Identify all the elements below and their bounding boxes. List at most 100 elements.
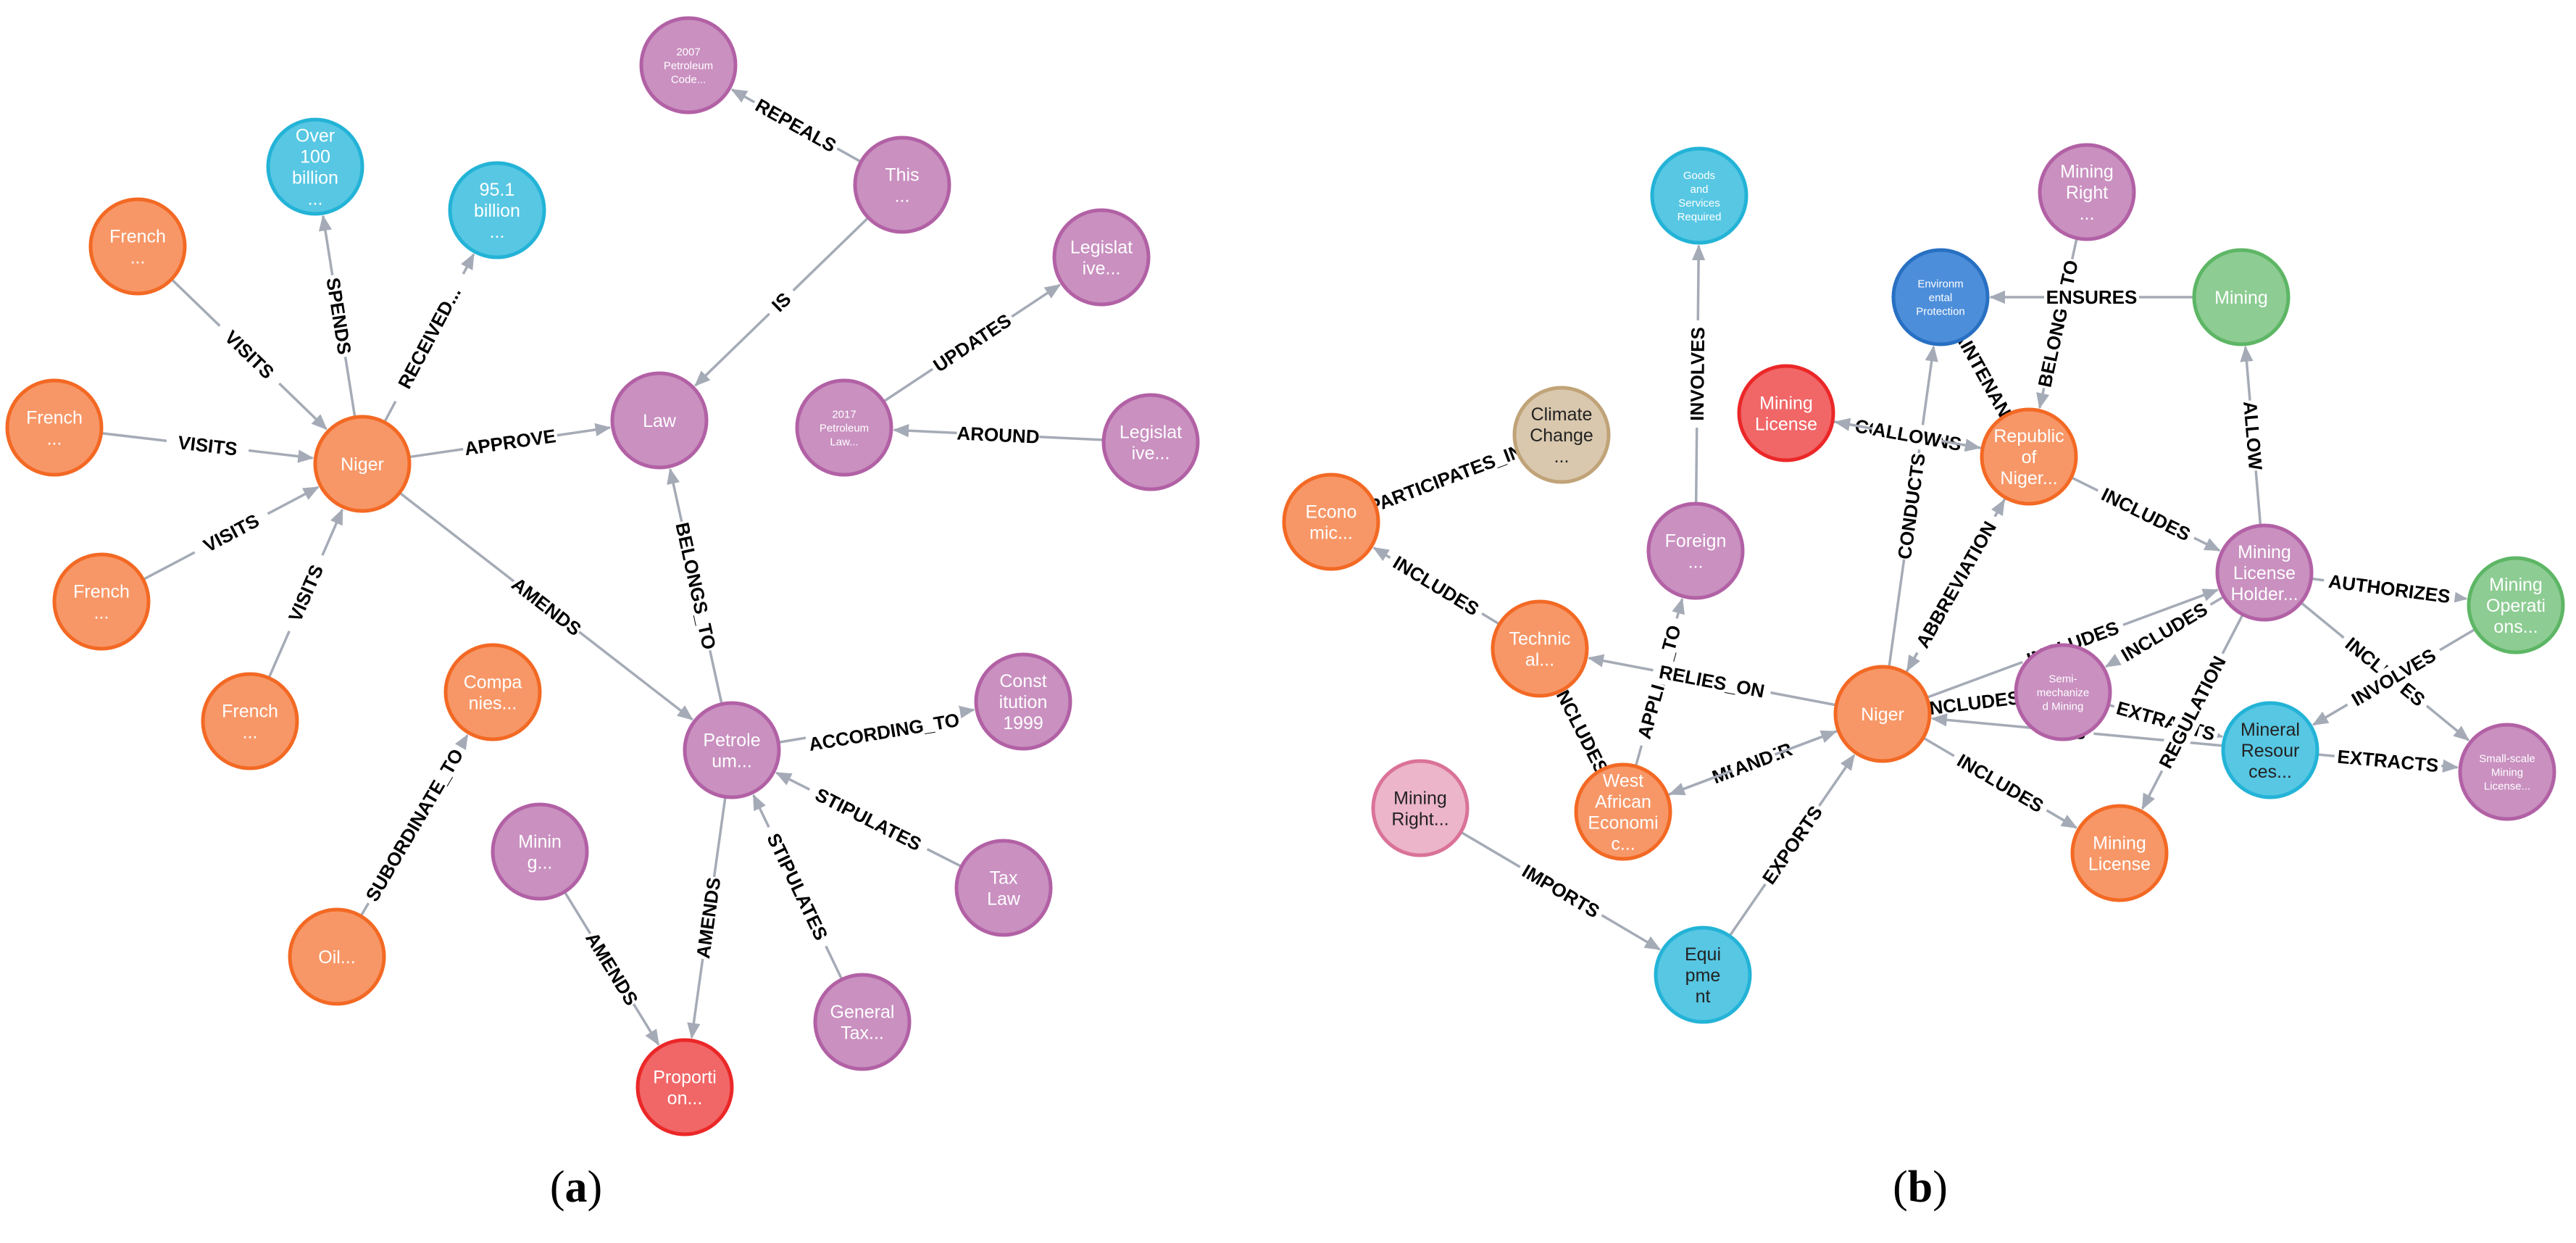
node-circle[interactable] xyxy=(610,371,709,470)
node-circle[interactable] xyxy=(1737,364,1835,462)
node-label-line: ... xyxy=(895,186,910,206)
node-circle[interactable] xyxy=(1491,599,1589,698)
node-gtax[interactable]: GeneralTax... xyxy=(813,973,912,1071)
node-niger[interactable]: Niger xyxy=(313,415,412,513)
node-circle[interactable] xyxy=(2070,804,2169,902)
node-circle[interactable] xyxy=(313,415,412,513)
node-holder[interactable]: MiningLicenseHolder... xyxy=(2215,523,2314,622)
edge-label: SUBORDINATE_TO xyxy=(361,745,467,905)
node-climate[interactable]: ClimateChange... xyxy=(1512,386,1611,484)
node-mining[interactable]: Mining... xyxy=(491,802,589,901)
node-circle[interactable] xyxy=(1980,407,2078,506)
node-over100[interactable]: Over100billion... xyxy=(266,117,364,216)
node-petro[interactable]: Petroleum... xyxy=(683,701,781,799)
node-circle[interactable] xyxy=(635,1038,734,1136)
node-comp[interactable]: Companies... xyxy=(443,643,542,741)
node-fr4[interactable]: French... xyxy=(201,672,299,770)
node-circle[interactable] xyxy=(448,161,546,259)
node-label-line: Mining xyxy=(2491,766,2523,778)
node-label-line: French xyxy=(26,407,83,428)
node-circle[interactable] xyxy=(201,672,299,770)
node-west[interactable]: WestAfricanEconomic... xyxy=(1574,762,1672,861)
node-circle[interactable] xyxy=(795,378,893,477)
node-label-line: ons... xyxy=(2493,617,2538,637)
edge-label-group: AND xyxy=(1727,743,1780,783)
node-circle[interactable] xyxy=(2014,643,2112,741)
node-label-line: Holder... xyxy=(2230,584,2298,604)
node-circle[interactable] xyxy=(1052,208,1151,307)
node-circle[interactable] xyxy=(491,802,589,901)
node-label-line: Mining xyxy=(1759,393,1813,413)
node-fr2[interactable]: French... xyxy=(5,378,104,477)
node-circle[interactable] xyxy=(1371,759,1470,857)
edge-label-group: INCLUDES xyxy=(1948,745,2054,821)
node-circle[interactable] xyxy=(1512,386,1611,484)
node-this[interactable]: This... xyxy=(853,136,951,234)
node-prop[interactable]: Proportion... xyxy=(635,1038,734,1136)
node-tech[interactable]: Technical... xyxy=(1491,599,1589,698)
node-law[interactable]: Law xyxy=(610,371,709,470)
node-ops[interactable]: MiningOperations... xyxy=(2467,556,2565,654)
node-circle[interactable] xyxy=(2192,248,2291,346)
node-circle[interactable] xyxy=(813,973,912,1071)
edge-label-bg xyxy=(1755,799,1830,891)
node-circle[interactable] xyxy=(443,643,542,741)
node-circle[interactable] xyxy=(1891,248,1990,346)
node-leg2[interactable]: Legislative... xyxy=(1101,393,1200,491)
node-circle[interactable] xyxy=(2467,556,2565,654)
node-circle[interactable] xyxy=(853,136,951,234)
node-circle[interactable] xyxy=(52,552,151,651)
node-mineral[interactable]: MineralResources... xyxy=(2221,701,2319,799)
node-oil[interactable]: Oil... xyxy=(288,907,386,1006)
edge-label-group: VISITS xyxy=(188,502,274,564)
node-miningright2[interactable]: MiningRight... xyxy=(2038,143,2136,241)
node-circle[interactable] xyxy=(266,117,364,216)
node-circle[interactable] xyxy=(2038,143,2136,241)
node-circle[interactable] xyxy=(2215,523,2314,622)
node-circle[interactable] xyxy=(288,907,386,1006)
node-pc2007[interactable]: 2007PetroleumCode... xyxy=(639,16,738,115)
node-fr1[interactable]: French... xyxy=(88,197,187,296)
node-label-line: Legislat xyxy=(1120,422,1182,442)
node-miningright1[interactable]: MiningRight... xyxy=(1371,759,1470,857)
node-circle[interactable] xyxy=(5,378,104,477)
node-smallscale[interactable]: Small-scaleMiningLicense... xyxy=(2458,723,2556,821)
node-circle[interactable] xyxy=(954,839,1053,937)
node-circle[interactable] xyxy=(88,197,187,296)
node-miningg[interactable]: Mining xyxy=(2192,248,2291,346)
node-circle[interactable] xyxy=(683,701,781,799)
node-foreign[interactable]: Foreign... xyxy=(1646,502,1745,600)
node-circle[interactable] xyxy=(1654,926,1752,1024)
node-republic[interactable]: RepublicofNiger... xyxy=(1980,407,2078,506)
node-circle[interactable] xyxy=(974,652,1072,751)
node-label-line: Niger xyxy=(1861,704,1904,725)
node-circle[interactable] xyxy=(2221,701,2319,799)
edge-label: AROUND xyxy=(956,422,1040,447)
node-niger[interactable]: Niger xyxy=(1833,665,1932,763)
node-econ[interactable]: Economic... xyxy=(1282,473,1380,571)
node-pl2017[interactable]: 2017PetroleumLaw... xyxy=(795,378,893,477)
node-label-line: Required xyxy=(1677,211,1722,223)
node-circle[interactable] xyxy=(1574,762,1672,861)
node-circle[interactable] xyxy=(1650,146,1748,245)
node-circle[interactable] xyxy=(1833,665,1932,763)
node-circle[interactable] xyxy=(639,16,738,115)
edge-label-group: VISITS xyxy=(278,550,334,636)
node-circle[interactable] xyxy=(1646,502,1745,600)
node-leg1[interactable]: Legislative... xyxy=(1052,208,1151,307)
node-circle[interactable] xyxy=(1101,393,1200,491)
edge-label: VISITS xyxy=(177,431,238,460)
node-circle[interactable] xyxy=(2458,723,2556,821)
node-fr3[interactable]: French... xyxy=(52,552,151,651)
node-circle[interactable] xyxy=(1282,473,1380,571)
node-label-line: Small-scale xyxy=(2479,752,2535,765)
node-b951[interactable]: 95.1billion... xyxy=(448,161,546,259)
